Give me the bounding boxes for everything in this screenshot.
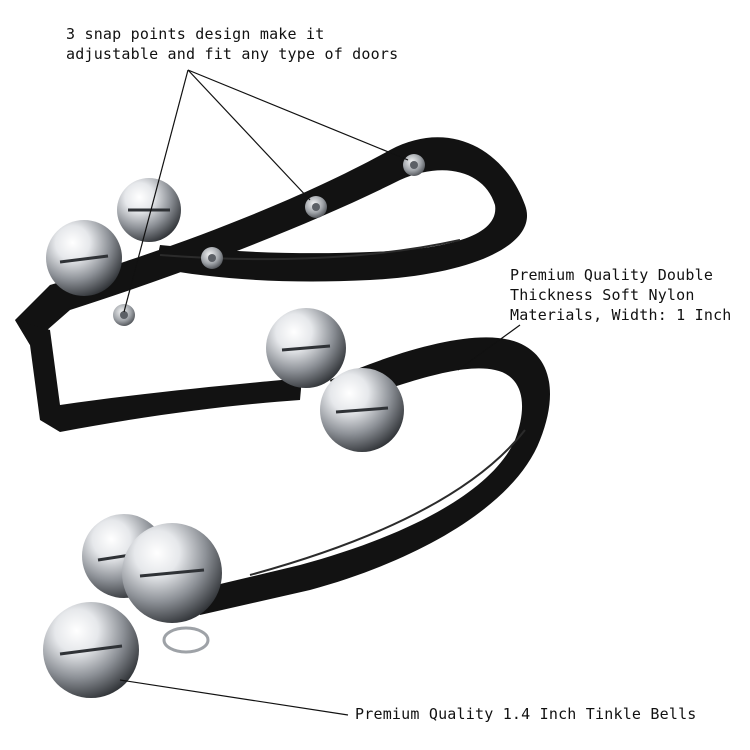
jingle-bell-icon bbox=[43, 602, 139, 698]
nylon-material-callout: Premium Quality Double Thickness Soft Ny… bbox=[510, 265, 732, 325]
callout-text-line: adjustable and fit any type of doors bbox=[66, 45, 399, 63]
snap-button-icon bbox=[113, 304, 135, 326]
tinkle-bells-callout: Premium Quality 1.4 Inch Tinkle Bells bbox=[355, 704, 697, 724]
snap-points-callout: 3 snap points design make it adjustable … bbox=[66, 24, 398, 64]
snap-button-icon bbox=[201, 247, 223, 269]
leader-line-snap-2 bbox=[187, 69, 311, 201]
callout-text-line: Thickness Soft Nylon bbox=[510, 286, 695, 304]
bell-ring bbox=[162, 626, 210, 654]
snap-button-icon bbox=[305, 196, 327, 218]
callout-text-line: Materials, Width: 1 Inch bbox=[510, 306, 732, 324]
strap-highlight bbox=[159, 239, 461, 261]
strap-upper-segment bbox=[15, 137, 528, 345]
leader-line-nylon bbox=[457, 324, 521, 371]
jingle-bell-icon bbox=[46, 220, 122, 296]
strap-highlight bbox=[249, 429, 526, 576]
callout-text-line: 3 snap points design make it bbox=[66, 25, 325, 43]
leader-line-bells bbox=[119, 679, 349, 716]
jingle-bell-icon bbox=[117, 178, 181, 242]
jingle-bell-icon bbox=[122, 523, 222, 623]
callout-text-line: Premium Quality 1.4 Inch Tinkle Bells bbox=[355, 705, 697, 723]
callout-text-line: Premium Quality Double bbox=[510, 266, 714, 284]
snap-button-icon bbox=[403, 154, 425, 176]
callout-leader-lines bbox=[119, 69, 521, 716]
leader-line-snap-1 bbox=[123, 69, 189, 313]
jingle-bell-icon bbox=[320, 368, 404, 452]
leader-line-snap-3 bbox=[187, 69, 409, 161]
strap-middle-segment bbox=[15, 320, 302, 432]
jingle-bell-icon bbox=[266, 308, 346, 388]
